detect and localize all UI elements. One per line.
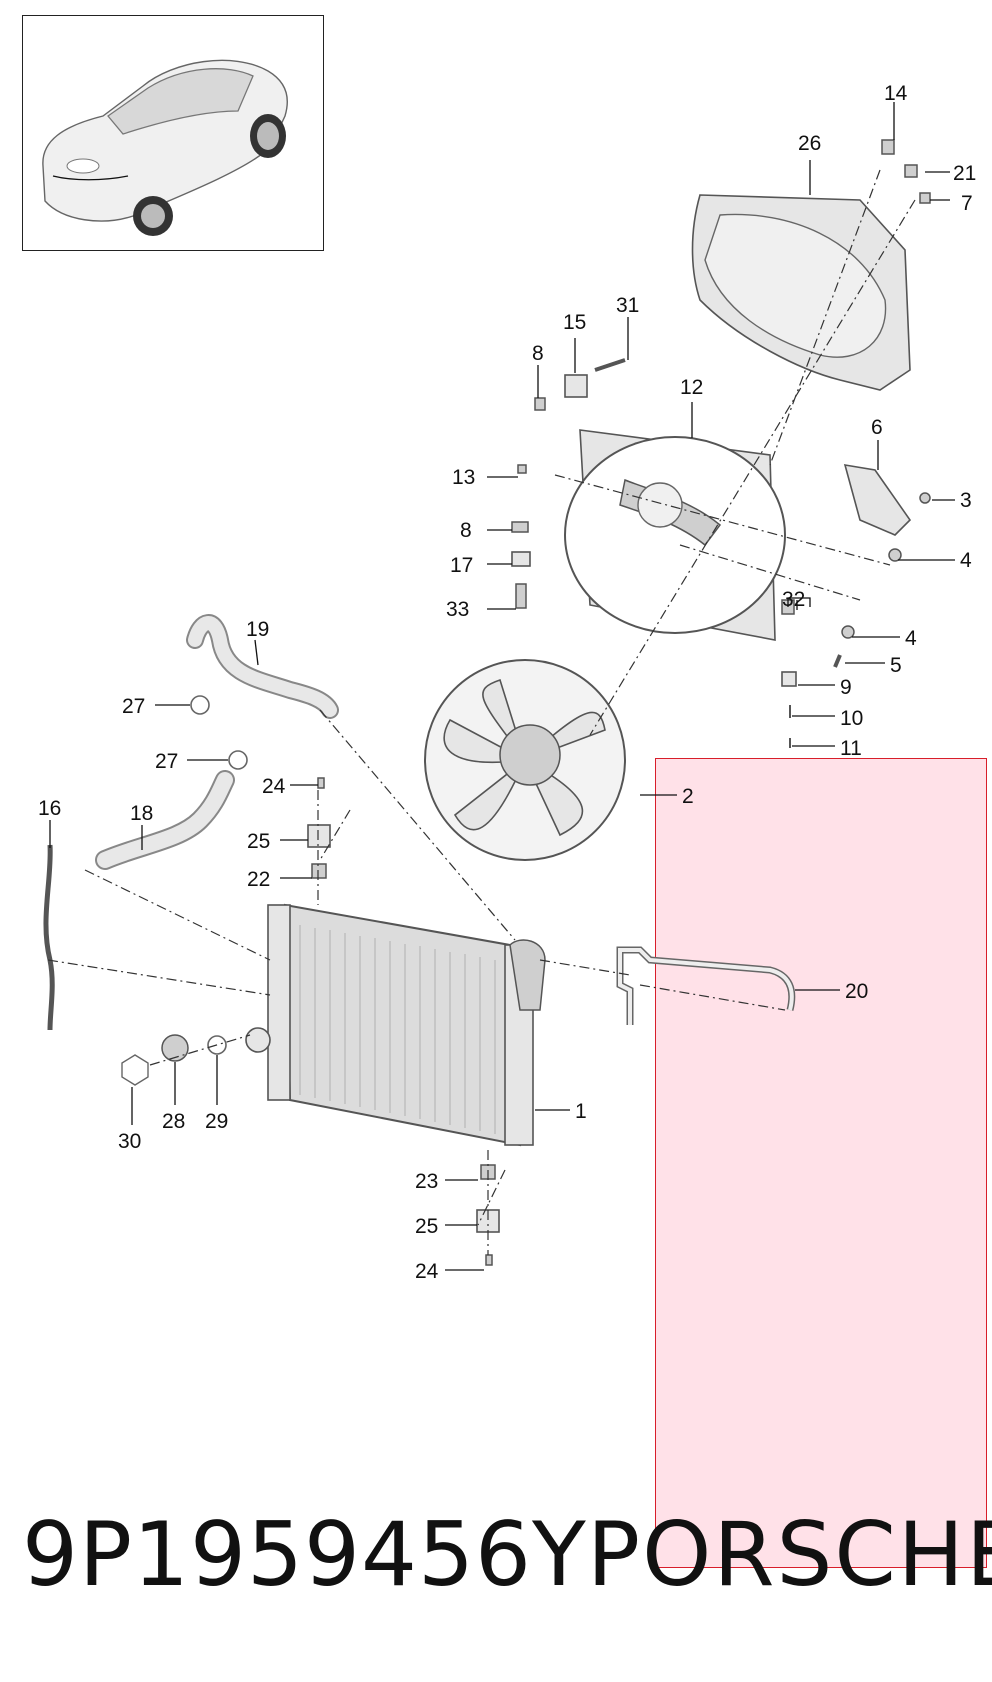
callout-21: 21: [953, 162, 976, 185]
callout-2: 2: [682, 785, 694, 808]
callout-10: 10: [840, 707, 863, 730]
hose-19: [186, 614, 339, 719]
callout-7: 7: [961, 192, 973, 215]
bracket-6: [843, 464, 912, 536]
callout-24-upper: 24: [262, 775, 286, 798]
radiator: [267, 903, 546, 1147]
footer: 9P1959456Y PORSCHE: [0, 1505, 992, 1605]
vehicle-thumbnail: [22, 15, 324, 251]
callout-3: 3: [960, 489, 972, 512]
callout-13: 13: [452, 466, 475, 489]
leader-lines: [49, 102, 955, 1271]
fan-assembly: [424, 659, 626, 861]
car-illustration: [42, 59, 288, 236]
part-number: 9P1959456Y: [22, 1503, 587, 1606]
small-fasteners: [121, 139, 931, 1266]
fan-shroud-upper: [691, 194, 911, 391]
brand-name: PORSCHE: [587, 1503, 992, 1606]
callout-1: 1: [575, 1100, 587, 1123]
callout-11: 11: [840, 737, 862, 760]
callout-8-upper: 8: [532, 342, 544, 365]
callout-24-lower: 24: [415, 1260, 439, 1283]
callout-17: 17: [450, 554, 473, 577]
callout-23: 23: [415, 1170, 438, 1193]
callout-15: 15: [563, 311, 586, 334]
callout-28: 28: [162, 1110, 185, 1133]
hose-18: [95, 770, 235, 870]
callout-19: 19: [246, 618, 269, 641]
callout-33: 33: [446, 598, 469, 621]
callout-labels: 14 26 21 7 31 15 8 12 13 8 17 33 6 3 4 3…: [38, 82, 976, 1283]
callout-32: 32: [782, 588, 805, 611]
callout-5: 5: [890, 654, 902, 677]
callout-8-lower: 8: [460, 519, 472, 542]
pipe-20: [616, 946, 796, 1025]
callout-12: 12: [680, 376, 703, 399]
callout-30: 30: [118, 1130, 141, 1153]
callout-22: 22: [247, 868, 270, 891]
callout-4-lower: 4: [905, 627, 917, 650]
callout-25-lower: 25: [415, 1215, 438, 1238]
callout-9: 9: [840, 676, 852, 699]
radiator-core-fins: [299, 925, 496, 1134]
hose-16: [43, 844, 55, 1031]
callout-4-upper: 4: [960, 549, 972, 572]
highlight-overlay: [655, 758, 987, 1568]
fan-frame: [564, 429, 786, 641]
callout-25-upper: 25: [247, 830, 270, 853]
callout-31: 31: [616, 294, 639, 317]
callout-27-lower: 27: [155, 750, 178, 773]
callout-27-upper: 27: [122, 695, 145, 718]
assembly-lines: [47, 169, 916, 1255]
callout-6: 6: [871, 416, 883, 439]
callout-16: 16: [38, 797, 61, 820]
callout-18: 18: [130, 802, 153, 825]
callout-29: 29: [205, 1110, 228, 1133]
callout-20: 20: [845, 980, 868, 1003]
callout-26: 26: [798, 132, 821, 155]
callout-14: 14: [884, 82, 908, 105]
